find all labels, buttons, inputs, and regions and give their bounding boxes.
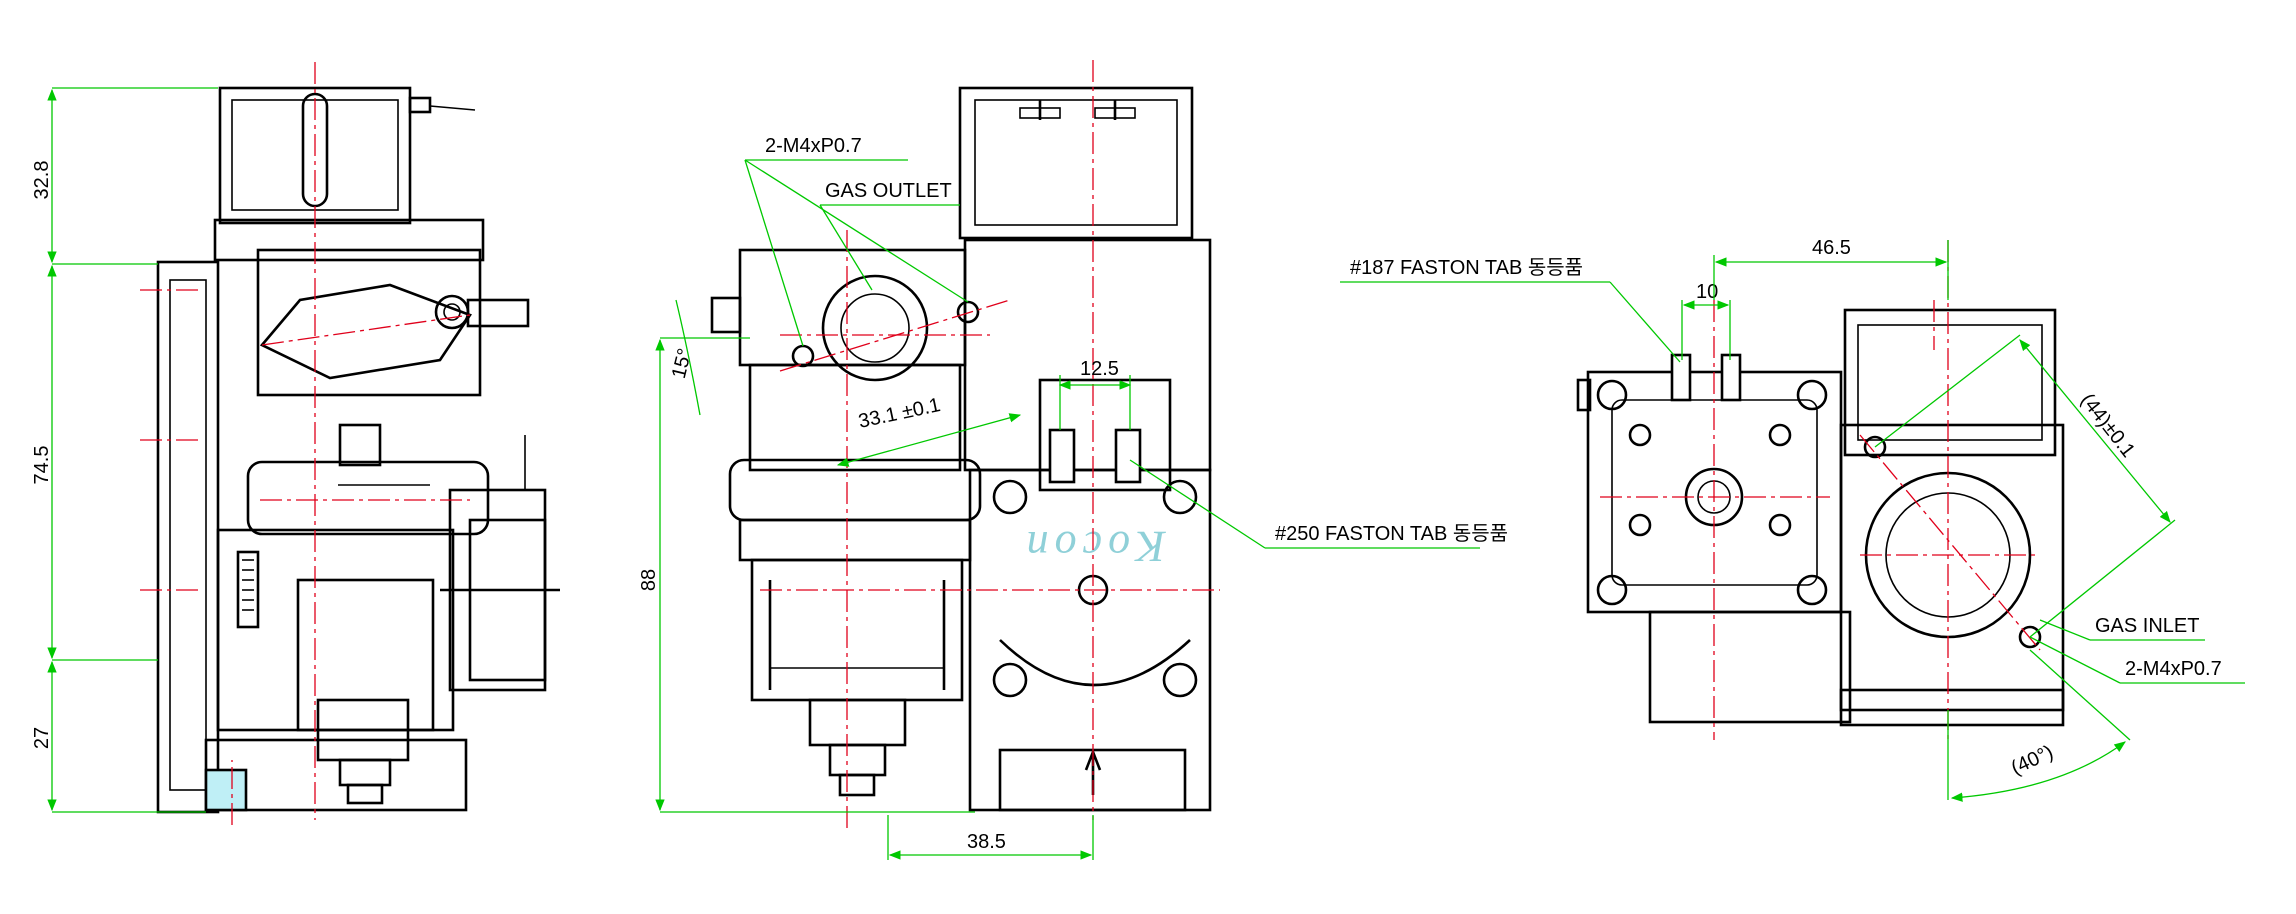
mount-hole-2 <box>1162 479 1198 515</box>
middle-thread-callout: 2-M4xP0.7 <box>765 135 862 157</box>
dim-27: 27 <box>31 727 53 749</box>
dim-74-5: 74.5 <box>31 446 53 485</box>
faston-250-left <box>1048 428 1076 484</box>
middle-thread-hole-right <box>956 300 980 324</box>
left-view: 32.8 74.5 27 <box>31 62 560 825</box>
left-valve-cap <box>259 283 472 380</box>
middle-thread-hole-left <box>791 344 815 368</box>
left-spring-mesh <box>236 550 260 629</box>
dim-46-5: 46.5 <box>1812 237 1851 259</box>
middle-connector-box <box>958 86 1194 240</box>
dim-10: 10 <box>1696 281 1718 303</box>
gas-outlet-callout: GAS OUTLET <box>825 180 952 202</box>
dim-40-deg: (40°) <box>2008 741 2057 779</box>
gas-outlet-port <box>821 274 929 382</box>
faston-187-callout: #187 FASTON TAB 동등품 <box>1350 257 1583 279</box>
dim-44: (44)±0.1 <box>2076 390 2139 462</box>
middle-view: Kocon 2-M4xP0.7 GAS OUTLET #250 FASTON T… <box>638 60 1508 860</box>
middle-hex-nut <box>838 773 876 797</box>
faston-187-left <box>1670 353 1692 402</box>
dim-88: 88 <box>638 569 660 591</box>
dim-12-5: 12.5 <box>1080 358 1119 380</box>
middle-upper-body <box>738 248 967 367</box>
dim-33-1: 33.1 ±0.1 <box>856 394 942 433</box>
right-view: #187 FASTON TAB 동등품 10 46.5 (44)±0.1 GAS… <box>1340 237 2245 802</box>
right-thread-hole-top <box>1863 435 1887 459</box>
right-inlet-section <box>1839 423 2065 712</box>
right-connector-box <box>1843 308 2057 457</box>
left-hex-nut <box>346 783 384 805</box>
faston-187-right <box>1720 353 1742 402</box>
right-thread-callout: 2-M4xP0.7 <box>2125 658 2222 680</box>
mount-hole-1 <box>992 479 1028 515</box>
right-thread-hole-bottom <box>2018 625 2042 649</box>
dim-32-8: 32.8 <box>31 161 53 200</box>
left-flange <box>156 260 220 814</box>
left-diaphragm <box>246 460 490 536</box>
mount-hole-3 <box>992 662 1028 698</box>
faston-250-callout: #250 FASTON TAB 동등품 <box>1275 523 1508 545</box>
faston-250-right <box>1114 428 1142 484</box>
middle-lower-cage <box>750 558 964 702</box>
mount-hole-4 <box>1162 662 1198 698</box>
left-upper-body <box>213 218 485 262</box>
gas-inlet-callout: GAS INLET <box>2095 615 2199 637</box>
dim-38-5: 38.5 <box>967 831 1006 853</box>
